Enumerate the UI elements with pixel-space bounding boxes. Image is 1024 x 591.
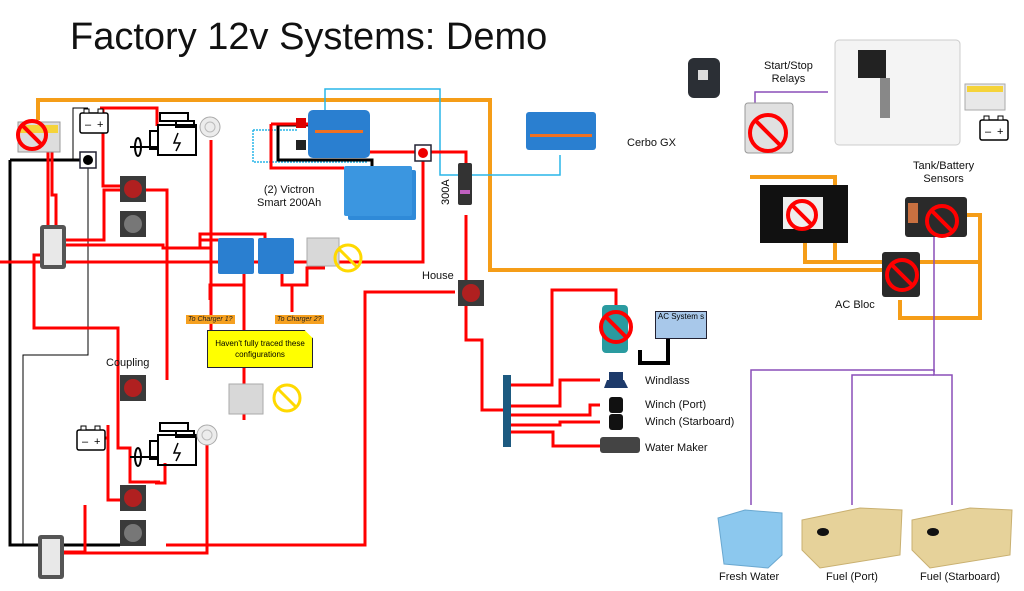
svg-text:+: + — [97, 119, 103, 131]
house-label: House — [422, 270, 454, 282]
display-panel — [760, 185, 848, 243]
tank-label-fuel-port: Fuel (Port) — [826, 571, 878, 583]
busbar — [503, 375, 511, 447]
distribution-box-upper — [40, 225, 66, 269]
ac-system-box: AC System s — [655, 311, 707, 339]
battery-switches — [120, 176, 484, 546]
svg-text:+: + — [997, 126, 1003, 138]
tank-battery-label-line2: Sensors — [923, 173, 964, 185]
svg-text:–: – — [85, 119, 92, 131]
batteries-label: (2) Victron Smart 200Ah — [257, 184, 321, 210]
battery-switch-1 — [120, 176, 146, 202]
prohibited-icon — [885, 258, 919, 292]
load-label-winch-port: Winch (Port) — [645, 399, 707, 411]
start-stop-relays-device — [744, 102, 794, 154]
battery-switch-3 — [120, 485, 146, 511]
prohibited-icon — [16, 119, 48, 151]
load-label-water-maker: Water Maker — [645, 442, 708, 454]
tank-battery-label-line1: Tank/Battery — [913, 160, 975, 172]
prohibited-icon — [599, 310, 633, 344]
sensor-wiring — [750, 91, 953, 505]
engine-icon-lower — [130, 422, 197, 467]
engine-icon-upper — [130, 112, 197, 157]
prohibited-markers — [16, 113, 959, 344]
cerbo-gx-label: Cerbo GX — [627, 137, 676, 149]
victron-cerbo-gx — [526, 112, 596, 150]
svg-text:+: + — [94, 436, 100, 448]
tank-label-fuel-starboard: Fuel (Starboard) — [920, 571, 1001, 583]
tank-fuel-port — [801, 507, 903, 569]
windlass-icon — [604, 372, 628, 388]
distribution-box-lower — [38, 535, 64, 579]
fuse-rating-label: 300A — [440, 179, 452, 205]
dc-dc-charger-upper — [306, 237, 363, 273]
negative-terminal — [79, 151, 97, 169]
start-stop-label-line2: Relays — [771, 73, 806, 85]
prohibited-icon — [925, 204, 959, 238]
winch-port-icon — [609, 397, 623, 413]
note-callout: Haven't fully traced these configuration… — [207, 330, 313, 368]
battery-protect-1 — [218, 238, 254, 274]
prohibited-icon — [786, 199, 818, 231]
battery-protect-2 — [258, 238, 294, 274]
victron-lithium-batteries — [344, 166, 416, 220]
battery-switch-coupling — [120, 375, 146, 401]
coupling-label: Coupling — [106, 357, 150, 369]
positive-wiring — [0, 106, 618, 555]
generator-battery-icon: – + — [979, 115, 1009, 141]
victron-inverter-charger — [296, 110, 370, 158]
tank-battery-sensors-label: Tank/Battery Sensors — [913, 160, 974, 186]
prohibited-icon — [748, 113, 788, 153]
alternator-icon-upper — [199, 116, 221, 138]
svg-text:–: – — [82, 436, 89, 448]
generator — [834, 39, 1006, 146]
batteries-label-line1: (2) Victron — [263, 184, 315, 196]
class-t-fuse — [458, 163, 472, 205]
winch-starboard-icon — [609, 414, 623, 430]
tank-fuel-starboard — [911, 507, 1013, 569]
water-maker-icon — [600, 437, 640, 453]
battery-switch-4 — [120, 520, 146, 546]
tank-fresh-water — [717, 509, 783, 569]
dc-dc-charger-lower — [228, 383, 302, 415]
load-label-windlass: Windlass — [645, 375, 690, 387]
tank-label-fresh-water: Fresh Water — [719, 571, 780, 583]
load-label-winch-starboard: Winch (Starboard) — [645, 416, 735, 428]
network-wiring — [36, 98, 982, 320]
to-charger-2-tag: To Charger 2? — [275, 315, 324, 324]
battery-switch-house — [458, 280, 484, 306]
batteries-label-line2: Smart 200Ah — [257, 197, 322, 209]
positive-terminal — [414, 144, 432, 162]
start-stop-relays-label: Start/Stop Relays — [764, 60, 813, 86]
alternator-icon-lower — [196, 424, 218, 446]
svg-text:–: – — [985, 126, 992, 138]
page-title: Factory 12v Systems: Demo — [70, 16, 548, 58]
battery-switch-2 — [120, 211, 146, 237]
vedirect-wiring — [252, 88, 561, 176]
thin-negative-wiring — [22, 107, 89, 546]
to-charger-1-tag: To Charger 1? — [186, 315, 235, 324]
start-stop-label-line1: Start/Stop — [764, 60, 813, 72]
starter-battery-icon-lower: – + — [76, 425, 106, 451]
gx-gateway — [688, 58, 720, 98]
starter-battery-icon-upper: – + — [79, 108, 109, 134]
ac-bloc-label: AC Bloc — [835, 299, 875, 311]
